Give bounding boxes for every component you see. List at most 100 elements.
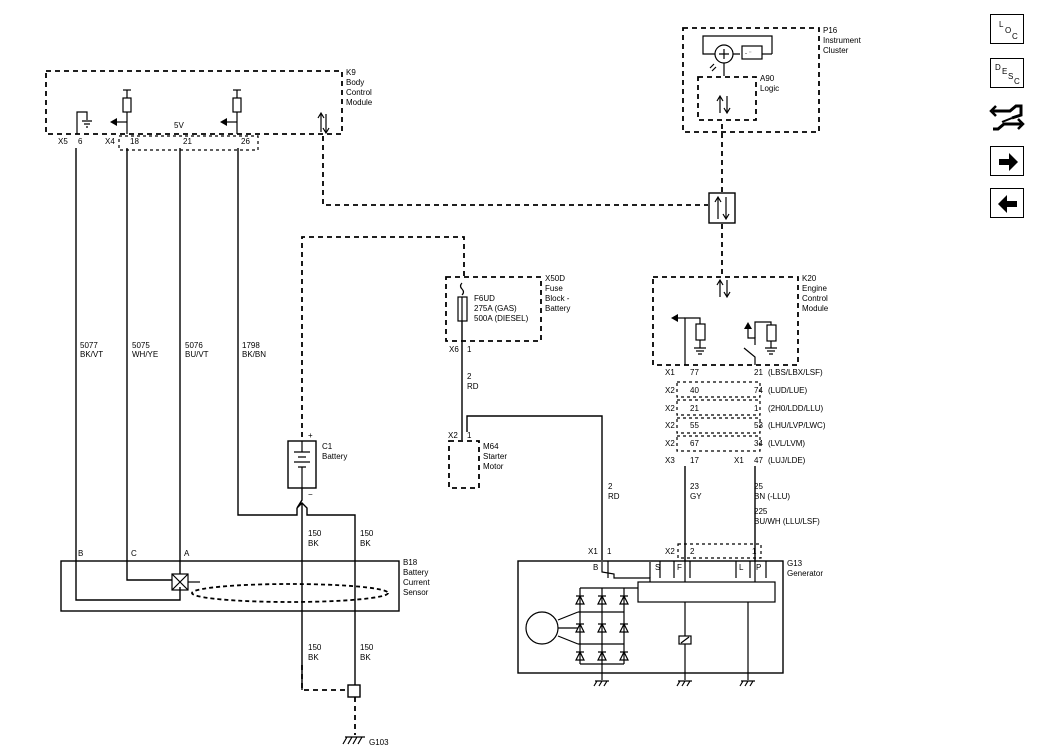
x50d-fuse-block: X50D Fuse Block - Battery F6UD 275A (GAS… bbox=[445, 274, 570, 354]
connector-icon[interactable] bbox=[988, 100, 1026, 136]
k20-label-2: Control bbox=[802, 294, 828, 303]
g13-x1-conn: X1 bbox=[588, 547, 598, 556]
c1-battery: + − C1 Battery bbox=[287, 431, 347, 499]
arrow-right-icon bbox=[999, 153, 1018, 171]
x50d-label-1: Fuse bbox=[545, 284, 563, 293]
k20-ref: K20 bbox=[802, 274, 817, 283]
wire-5077-num: 5077 bbox=[80, 341, 98, 350]
wire-1798-num: 1798 bbox=[242, 341, 260, 350]
wire-buwh-color: BU/WH (LLU/LSF) bbox=[754, 517, 820, 526]
k9-label-2: Control bbox=[346, 88, 372, 97]
k20-row3-engine: (LHU/LVP/LWC) bbox=[768, 421, 826, 430]
g13-x1-pin: 1 bbox=[607, 547, 612, 556]
description-button[interactable]: D E S C bbox=[990, 58, 1024, 88]
wire-buwh-num: 225 bbox=[754, 507, 768, 516]
g13-term-l: L bbox=[739, 563, 744, 572]
ground-g103: G103 bbox=[301, 665, 389, 747]
wire-bk4-color: BK bbox=[360, 653, 371, 662]
k20-row3-lconn: X2 bbox=[665, 421, 675, 430]
a90-logic-label: Logic bbox=[760, 84, 779, 93]
desc-letter-s: S bbox=[1008, 72, 1013, 81]
k20-row4-lpin: 67 bbox=[690, 439, 699, 448]
c1-label: Battery bbox=[322, 452, 347, 461]
m64-label-1: Starter bbox=[483, 452, 507, 461]
c1-ref: C1 bbox=[322, 442, 333, 451]
g13-x2-conn: X2 bbox=[665, 547, 675, 556]
k20-row4-engine: (LVL/LVM) bbox=[768, 439, 805, 448]
wiring-diagram: K9 Body Control Module 5V X5 6 X4 18 21 … bbox=[45, 26, 862, 747]
k20-row1-lpin: 40 bbox=[690, 386, 699, 395]
desc-letter-d: D bbox=[995, 63, 1001, 72]
k20-row0-lpin: 77 bbox=[690, 368, 699, 377]
g13-generator: X1 1 X2 2 1 G13 Generator B S F L P bbox=[517, 543, 823, 687]
g13-term-p: P bbox=[756, 563, 761, 572]
k20-row1-engine: (LUD/LUE) bbox=[768, 386, 807, 395]
g13-x2-pin1: 1 bbox=[752, 547, 757, 556]
m64-ref: M64 bbox=[483, 442, 499, 451]
k20-row2-lconn: X2 bbox=[665, 404, 675, 413]
k9-pin-6: 6 bbox=[78, 137, 83, 146]
fuse-f6ud: F6UD bbox=[474, 294, 495, 303]
k20-row1-lconn: X2 bbox=[665, 386, 675, 395]
m64-label-2: Motor bbox=[483, 462, 504, 471]
serial-data-splice bbox=[708, 192, 736, 224]
b18-label-3: Sensor bbox=[403, 588, 429, 597]
b18-pin-c: C bbox=[131, 549, 137, 558]
k20-row4-rpin: 34 bbox=[754, 439, 763, 448]
wire-rd2-color: RD bbox=[608, 492, 620, 501]
g13-x2-pin2: 2 bbox=[690, 547, 695, 556]
arrow-left-icon bbox=[998, 195, 1017, 213]
wire-5076-num: 5076 bbox=[185, 341, 203, 350]
k20-row5-lconn: X3 bbox=[665, 456, 675, 465]
k20-row0-rpin: 21 bbox=[754, 368, 763, 377]
p16-instrument-cluster: P16 Instrument Cluster - ⁻ A90 Logic bbox=[682, 26, 862, 133]
b18-battery-current-sensor: B C A B18 Battery Current Sensor bbox=[60, 549, 430, 612]
loc-letter-l: L bbox=[999, 20, 1004, 29]
k9-5v-label: 5V bbox=[174, 121, 184, 130]
k20-row4-lconn: X2 bbox=[665, 439, 675, 448]
k9-label-3: Module bbox=[346, 98, 373, 107]
wire-rd1-num: 2 bbox=[467, 372, 472, 381]
g13-ref: G13 bbox=[787, 559, 803, 568]
fuse-rating-gas: 275A (GAS) bbox=[474, 304, 517, 313]
wire-gy-color: GY bbox=[690, 492, 702, 501]
k20-row3-rpin: 53 bbox=[754, 421, 763, 430]
wire-5075-num: 5075 bbox=[132, 341, 150, 350]
wire-bn-num: 25 bbox=[754, 482, 763, 491]
k20-row5-lpin: 17 bbox=[690, 456, 699, 465]
k20-row2-rpin: 1 bbox=[754, 404, 759, 413]
loc-letter-o: O bbox=[1005, 26, 1011, 35]
k20-row5-rconn: X1 bbox=[734, 456, 744, 465]
x50d-ref: X50D bbox=[545, 274, 565, 283]
p16-ref: P16 bbox=[823, 26, 838, 35]
battery-minus: − bbox=[308, 490, 313, 499]
k9-pin-21: 21 bbox=[183, 137, 192, 146]
k9-x5-conn: X5 bbox=[58, 137, 68, 146]
wire-1798-color: BK/BN bbox=[242, 350, 266, 359]
x6-pin: 1 bbox=[467, 345, 472, 354]
location-button[interactable]: L O C bbox=[990, 14, 1024, 44]
svg-text:- ⁻: - ⁻ bbox=[745, 51, 752, 57]
wire-bn-color: BN (-LLU) bbox=[754, 492, 790, 501]
p16-label-1: Instrument bbox=[823, 36, 862, 45]
m64-pin: 1 bbox=[467, 431, 472, 440]
previous-button[interactable] bbox=[990, 188, 1024, 218]
g13-term-f: F bbox=[677, 563, 682, 572]
k9-x4-conn: X4 bbox=[105, 137, 115, 146]
g103-ref: G103 bbox=[369, 738, 389, 747]
b18-ref: B18 bbox=[403, 558, 418, 567]
wire-5075-color: WH/YE bbox=[132, 350, 158, 359]
wire-rd2-num: 2 bbox=[608, 482, 613, 491]
k20-row0-engine: (LBS/LBX/LSF) bbox=[768, 368, 823, 377]
k20-row2-lpin: 21 bbox=[690, 404, 699, 413]
wire-bk3-num: 150 bbox=[308, 643, 322, 652]
battery-plus: + bbox=[308, 431, 313, 440]
g13-term-b: B bbox=[593, 563, 598, 572]
k9-pin-18: 18 bbox=[130, 137, 139, 146]
x6-conn: X6 bbox=[449, 345, 459, 354]
k9-ref: K9 bbox=[346, 68, 356, 77]
next-button[interactable] bbox=[990, 146, 1024, 176]
m64-starter-motor: X2 1 M64 Starter Motor bbox=[448, 431, 507, 489]
b18-label-1: Battery bbox=[403, 568, 428, 577]
k20-engine-control-module: K20 Engine Control Module bbox=[652, 274, 829, 366]
